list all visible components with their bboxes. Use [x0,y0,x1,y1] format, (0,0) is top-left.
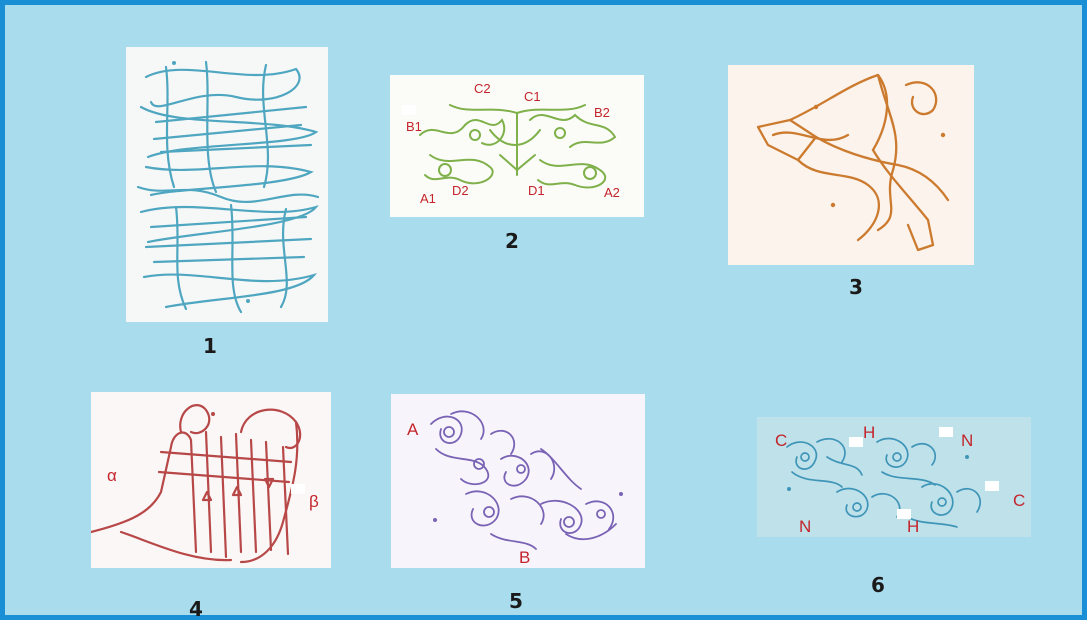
protein-structure-2: C2 C1 B1 B2 A1 D2 D1 A2 [390,75,644,217]
label-h-bottom: H [907,517,919,537]
label-c-right: C [1013,491,1025,511]
label-d1: D1 [528,183,545,198]
label-alpha: α [107,466,117,486]
label-h-top: H [863,423,875,443]
label-a: A [407,420,418,440]
panel-number-4: 4 [181,597,211,621]
label-n-right: N [961,431,973,451]
label-b: B [519,548,530,568]
label-d2: D2 [452,183,469,198]
label-b1: B1 [406,119,422,134]
label-a2: A2 [604,185,620,200]
protein-structure-5: A B [391,394,645,568]
ribbon-drawing-4 [91,392,331,568]
ribbon-drawing-1 [126,47,328,322]
panel-number-1: 1 [195,334,225,358]
label-c-left: C [775,431,787,451]
label-c1: C1 [524,89,541,104]
protein-structure-1 [126,47,328,322]
ribbon-drawing-3 [728,65,974,265]
protein-structure-3 [728,65,974,265]
panel-number-6: 6 [863,573,893,597]
label-beta: β [309,492,319,512]
ribbon-drawing-5 [391,394,645,568]
label-b2: B2 [594,105,610,120]
protein-structure-4: α β [91,392,331,568]
label-c2: C2 [474,81,491,96]
label-a1: A1 [420,191,436,206]
panel-number-2: 2 [497,229,527,253]
panel-number-3: 3 [841,275,871,299]
label-n-bottom: N [799,517,811,537]
panel-number-5: 5 [501,589,531,613]
protein-structure-6: C H N C N H [757,417,1031,537]
